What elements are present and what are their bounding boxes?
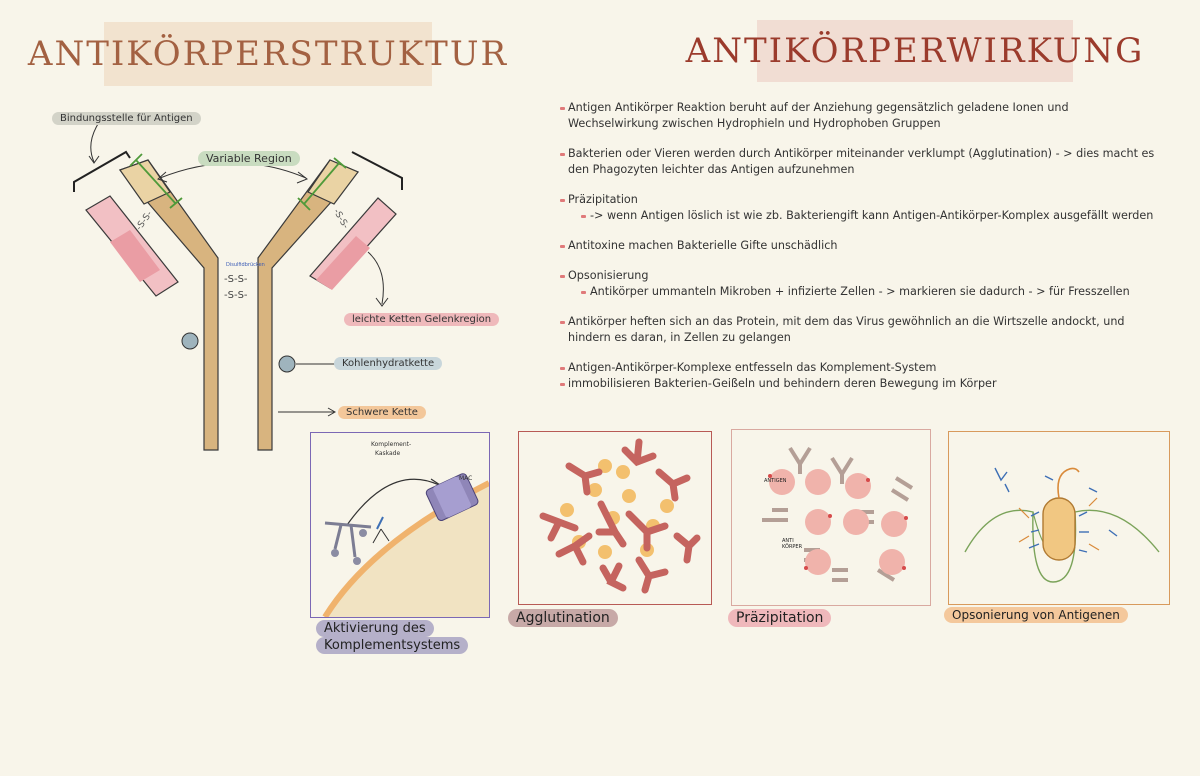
caption-complement-2: Komplementsystems [316,637,469,654]
notes-list: Antigen Antikörper Reaktion beruht auf d… [560,100,1160,392]
action-title: ANTIKÖRPERWIRKUNG [686,20,1142,82]
carbohydrate-left [181,332,199,350]
label-cascade-1: Komplement- [371,441,412,448]
label-mac: MAC [459,475,473,482]
panel-complement: Komplement- Kaskade MAC [310,432,491,619]
label-variable-region: Variable Region [198,151,300,166]
panel-opsonization [948,431,1170,605]
caption-opsonization: Opsonierung von Antigenen [944,607,1128,623]
heavy-chain-left [118,159,219,451]
label-antigen: ANTIGEN [764,478,787,484]
label-binding-site: Bindungsstelle für Antigen [52,112,201,125]
panel-precipitation: ANTIGEN ANTI KÖRPER [731,429,931,606]
note-3: Präzipitation -> wenn Antigen löslich is… [560,192,1160,224]
opsonization-illustration [964,467,1160,583]
note-6: Antikörper heften sich an das Protein, m… [560,314,1160,346]
light-chain-arrow [367,251,384,305]
binding-bracket-right [351,151,403,190]
agglutination-illustration [539,438,701,594]
caption-complement-1: Aktivierung des [316,620,434,637]
note-1: Antigen Antikörper Reaktion beruht auf d… [560,100,1160,132]
light-chain-left-shade [110,230,160,282]
binding-bracket-left [73,150,131,192]
note-7: Antigen-Antikörper-Komplexe entfesseln d… [560,360,1160,376]
disulfide-2: -S-S- [224,290,248,301]
variable-bracket-right [297,157,347,211]
binding-arrow [90,123,99,163]
disulfide-1: -S-S- [224,274,248,285]
label-carbohydrate: Kohlenhydratkette [334,357,443,370]
caption-precipitation: Präzipitation [728,609,832,627]
label-cascade-2: Kaskade [375,450,401,457]
precipitation-illustration [762,446,914,582]
label-heavy-chain: Schwere Kette [338,406,426,419]
note-8: immobilisieren Bakterien-Geißeln und beh… [560,376,1160,392]
antibody-diagram [73,123,403,451]
note-4: Antitoxine machen Bakterielle Gifte unsc… [560,238,1160,254]
disulfide-small-label: Disulfidbrücken [226,262,265,268]
label-antibody-2: KÖRPER [782,544,803,550]
light-chain-right-shade [316,236,370,290]
panel-agglutination [518,431,712,605]
caption-agglutination: Agglutination [508,609,618,627]
variable-bracket-left [129,153,183,209]
note-5: Opsonisierung Antikörper ummanteln Mikro… [560,268,1160,300]
label-light-chains: leichte Ketten Gelenkregion [344,313,500,326]
label-antibody-1: ANTI [782,538,794,544]
carbohydrate-right [278,355,296,373]
variable-region-right [307,159,359,205]
complement-illustration [322,473,491,619]
note-2: Bakterien oder Vieren werden durch Antik… [560,146,1160,178]
structure-title: ANTIKÖRPERSTRUKTUR [28,22,506,86]
